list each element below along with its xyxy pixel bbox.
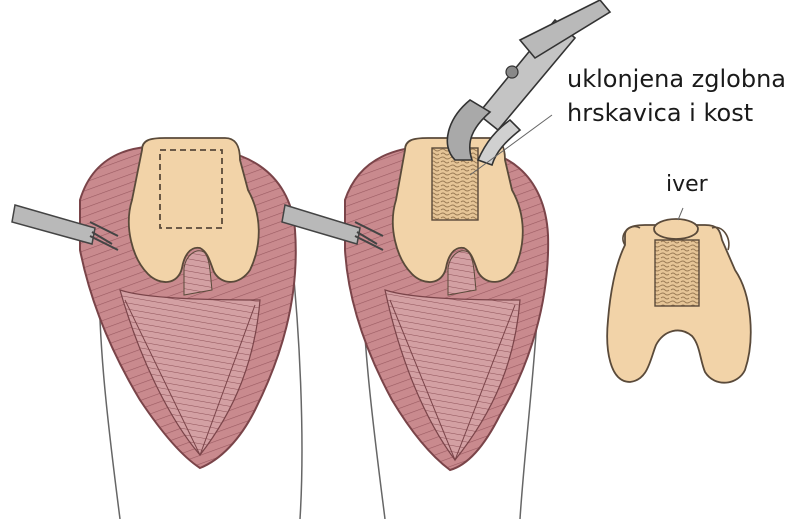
removed-label-line-1: uklonjena zglobna [567, 62, 786, 96]
knee-during-cut [282, 0, 610, 519]
femur-with-chip [607, 208, 751, 383]
right-removed-area [655, 240, 699, 306]
knee-before-cut [12, 138, 302, 519]
chip-label: iver [666, 172, 708, 198]
removed-label-line-2: hrskavica i kost [567, 96, 786, 130]
bone-chip [654, 219, 698, 239]
removed-cartilage-bone-label: uklonjena zglobna hrskavica i kost [567, 62, 786, 130]
